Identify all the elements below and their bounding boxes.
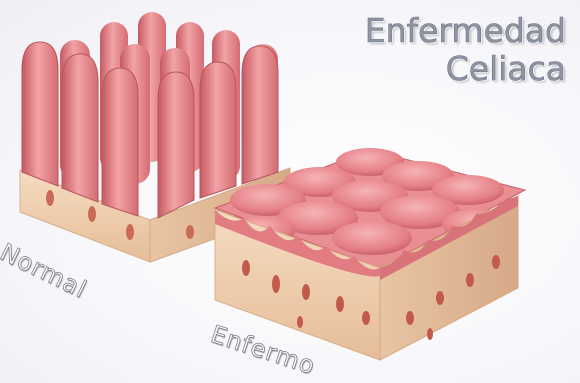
villus (102, 68, 138, 216)
villus (200, 62, 236, 198)
villus (22, 42, 58, 186)
title-line-1: Enfermedad (365, 14, 566, 47)
villus (158, 72, 194, 218)
title-line-2: Celiaca (446, 52, 566, 85)
villus (62, 54, 98, 202)
villus (242, 46, 278, 184)
